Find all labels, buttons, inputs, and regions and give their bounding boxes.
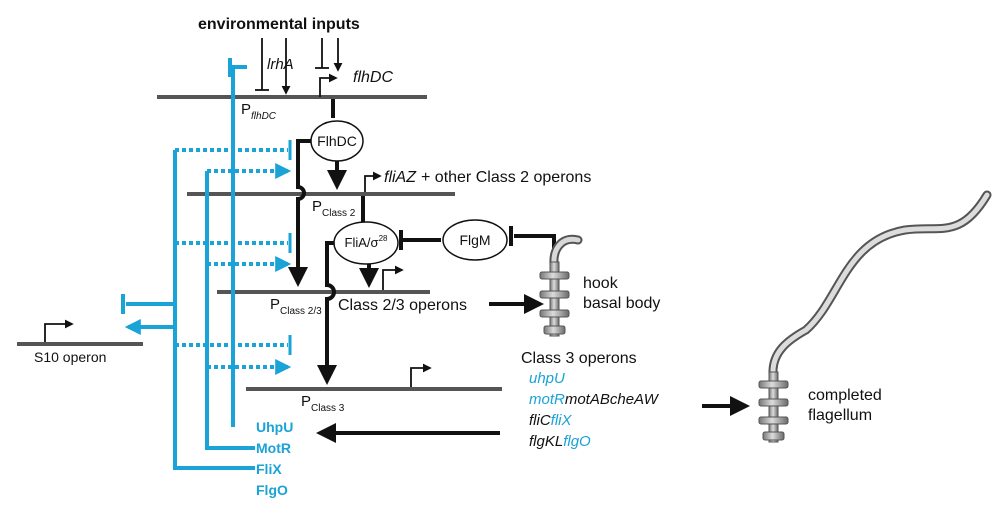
class23-operons-label: Class 2/3 operons	[338, 297, 467, 314]
lrhA-gene-label: lrhA	[267, 56, 294, 73]
flhdc-protein-oval	[310, 120, 364, 162]
srna-flix-label: FliX	[256, 461, 282, 477]
class3-fliC-line: fliCfliX	[529, 412, 573, 429]
promoter-arrows	[44, 73, 432, 387]
class3-uhpU-label: uhpU	[529, 370, 565, 387]
srna-motr-label: MotR	[256, 440, 291, 456]
environmental-input-arrows	[255, 38, 343, 95]
class3-operons-title: Class 3 operons	[521, 350, 637, 367]
hook-basal-body-icon	[539, 234, 583, 337]
flgm-protein-label: FlgM	[459, 232, 490, 248]
completed-flagellum-icon	[758, 190, 992, 443]
promoter-class23-label: PClass 2/3	[270, 296, 322, 317]
basal-body-label: basal body	[583, 295, 660, 312]
flagellum-label: flagellum	[808, 407, 872, 424]
class2-operons-label: fliAZ+ other Class 2 operons	[384, 169, 591, 186]
srna-flgo-label: FlgO	[256, 482, 288, 498]
class3-flgKL-line: flgKLflgO	[529, 433, 591, 450]
flia-sigma28-label: FliA/σ28	[345, 234, 388, 250]
completed-label: completed	[808, 387, 882, 404]
flhdc-cascade	[288, 99, 750, 443]
s10-operon-label: S10 operon	[34, 349, 106, 365]
flia-protein-oval	[333, 221, 399, 265]
promoter-class2-label: PClass 2	[312, 198, 356, 219]
srna-uhpu-label: UhpU	[256, 419, 293, 435]
flhdc-protein-label: FlhDC	[317, 133, 357, 149]
flgm-protein-oval	[442, 219, 508, 261]
promoter-class3-label: PClass 3	[301, 393, 345, 414]
hook-label: hook	[583, 275, 619, 292]
srna-dotted-links	[175, 148, 292, 375]
environmental-inputs-label: environmental inputs	[198, 16, 360, 33]
promoter-flhdc-label: PflhDC	[241, 101, 277, 122]
class3-motR-line: motRmotABcheAW	[529, 391, 660, 408]
flhDC-gene-label: flhDC	[353, 69, 393, 86]
